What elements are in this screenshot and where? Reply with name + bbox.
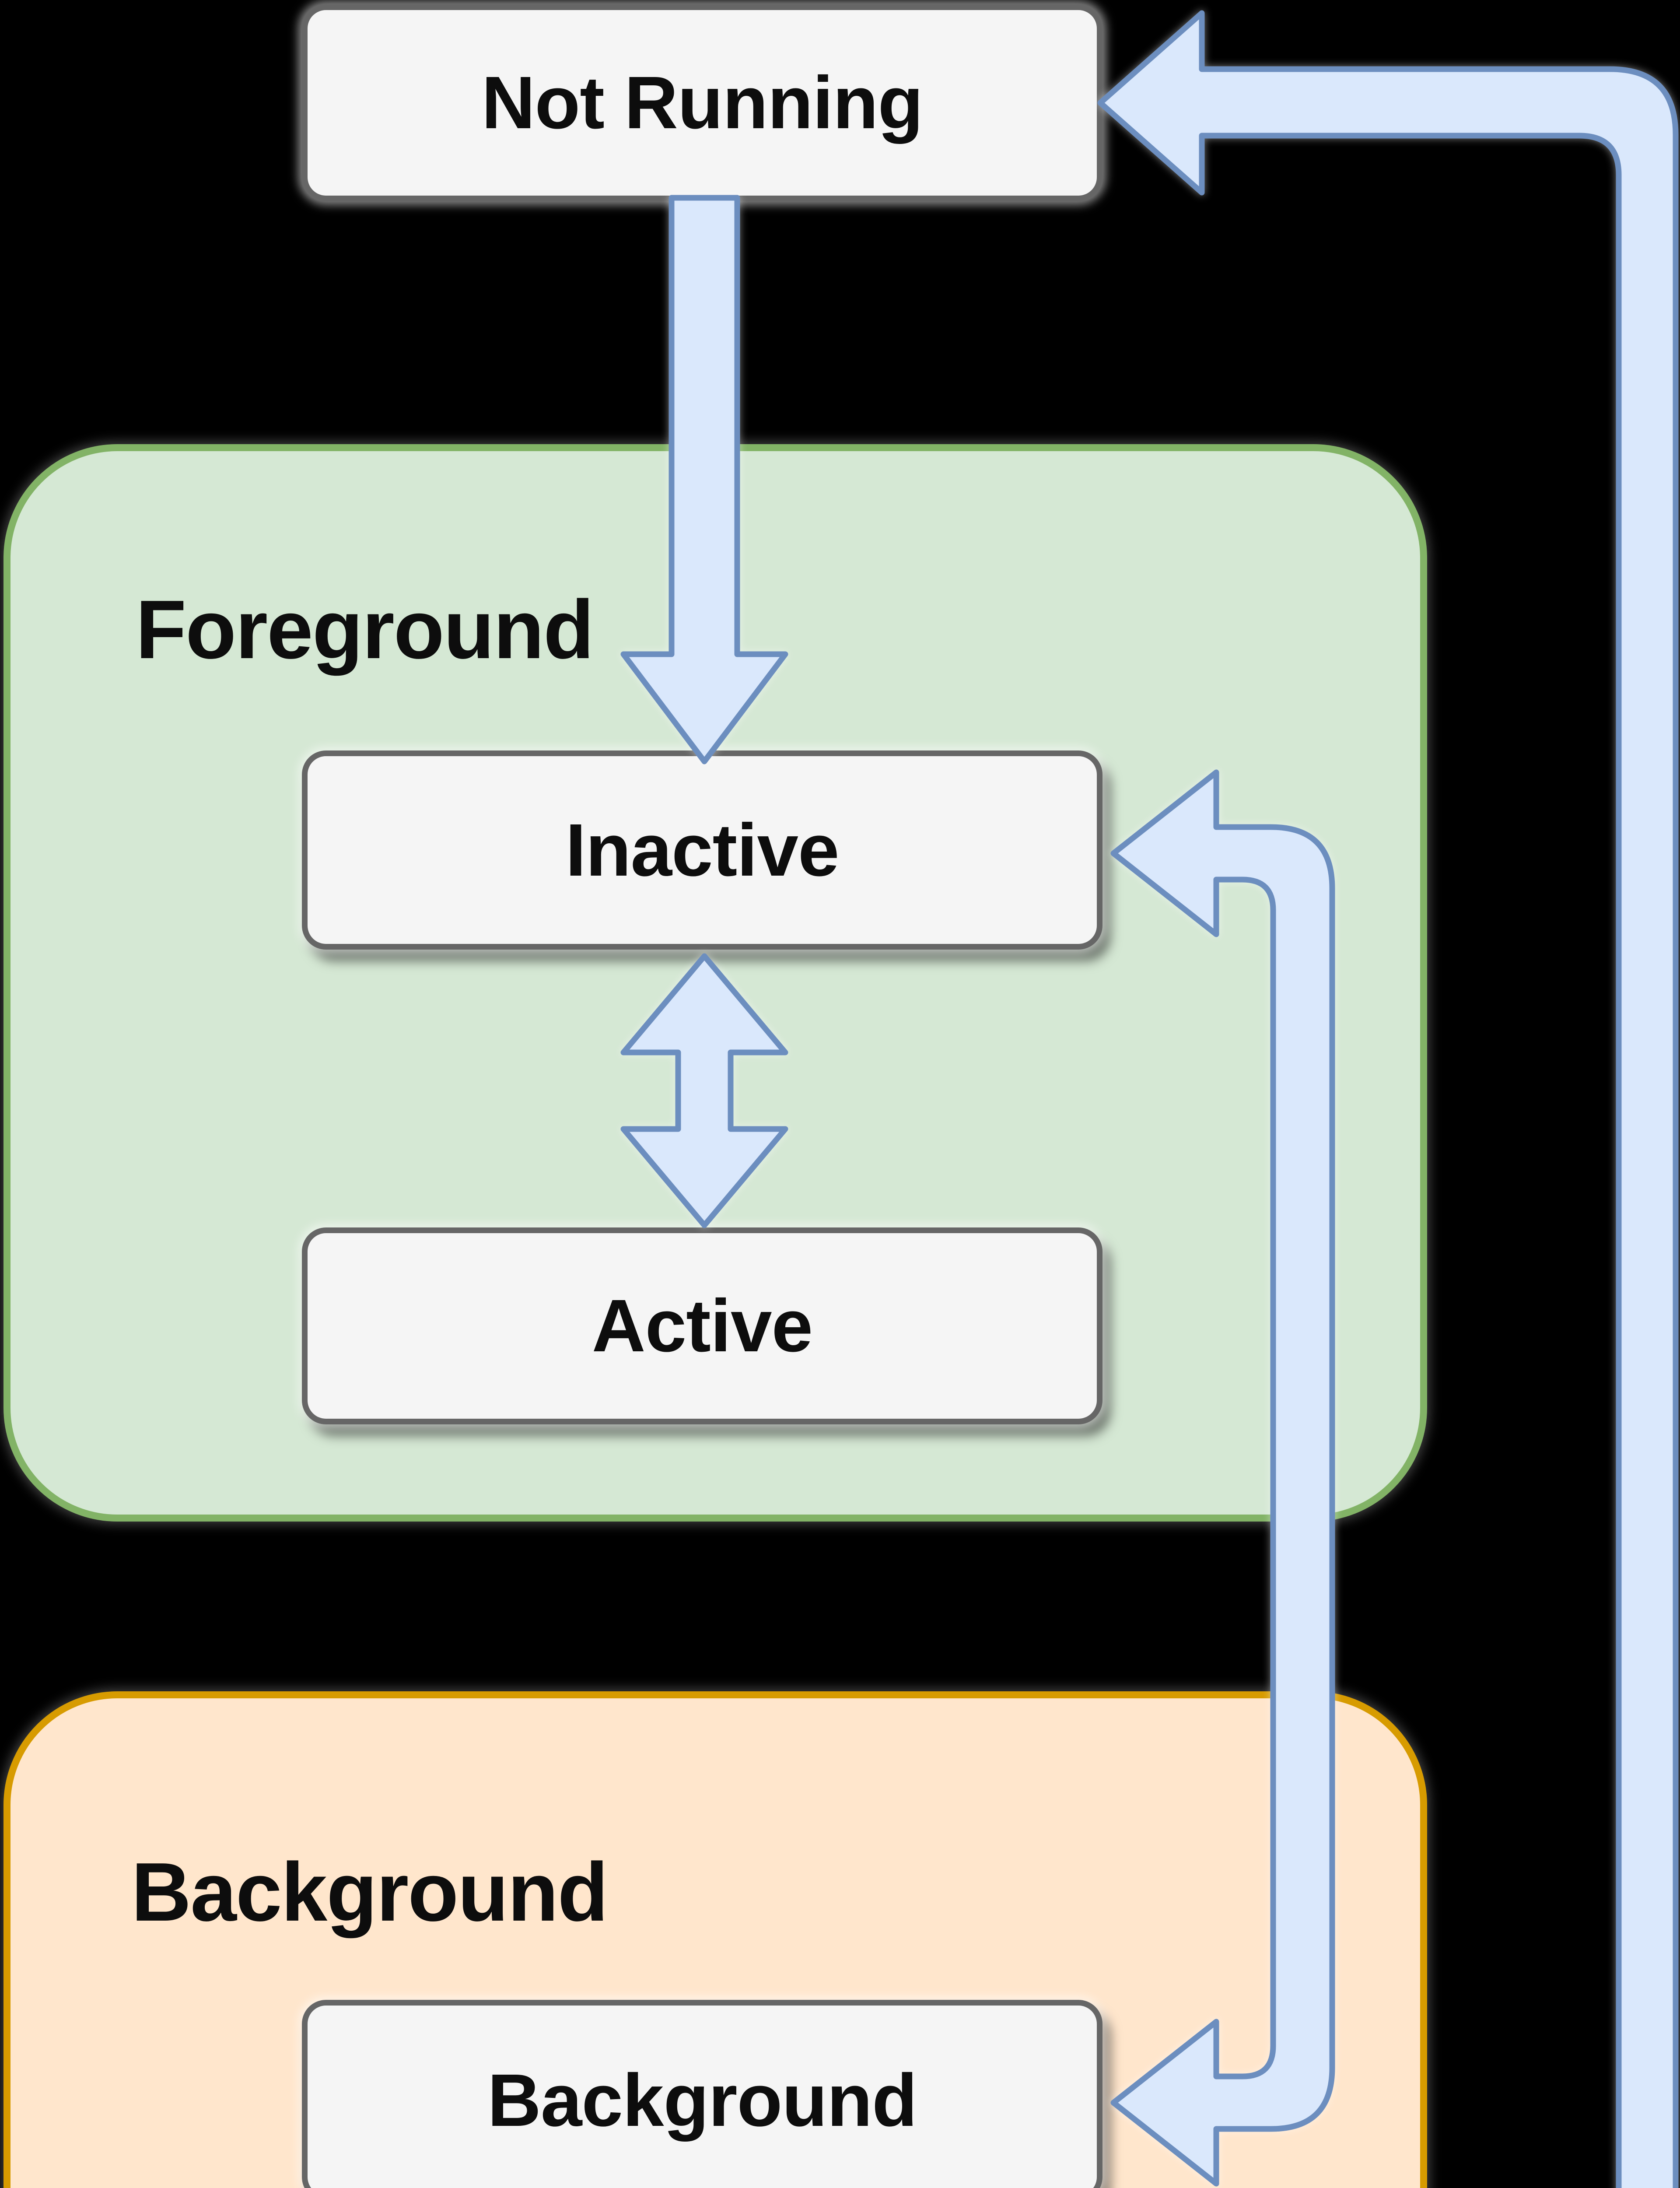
node-background-label: Background (487, 2059, 917, 2142)
node-background: Background (302, 2000, 1102, 2188)
foreground-group-label: Foreground (136, 583, 594, 676)
node-not-running-label: Not Running (481, 61, 924, 144)
node-not-running: Not Running (302, 4, 1102, 201)
node-active-label: Active (592, 1284, 813, 1368)
node-inactive: Inactive (302, 750, 1102, 950)
node-inactive-label: Inactive (565, 808, 839, 892)
background-group-label: Background (131, 1846, 608, 1939)
node-active: Active (302, 1227, 1102, 1424)
